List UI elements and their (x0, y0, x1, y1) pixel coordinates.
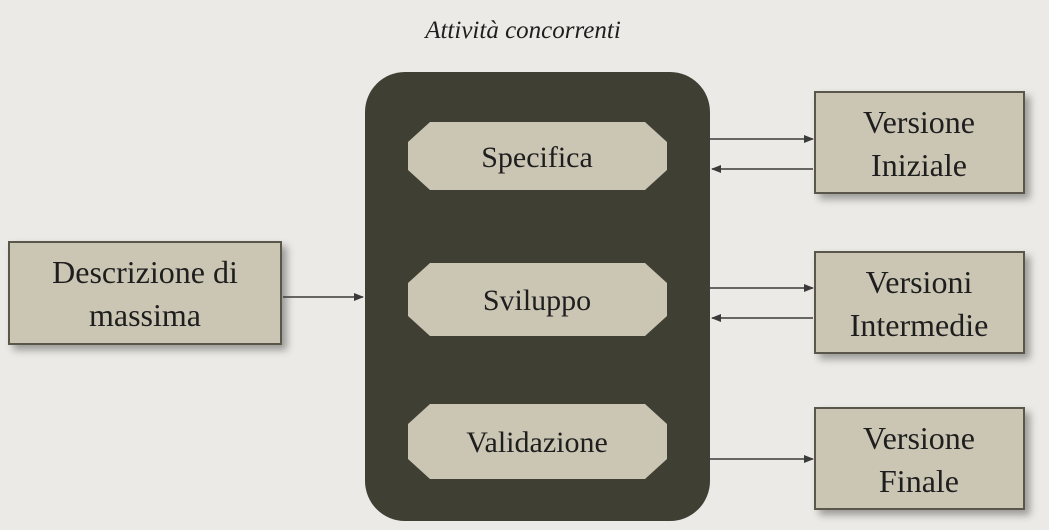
input-box: Descrizione di massima (8, 241, 282, 345)
output-box-intermedie: Versioni Intermedie (814, 251, 1025, 354)
input-box-rect (8, 241, 282, 345)
sviluppo-octagon (408, 263, 667, 336)
output-box-finale: Versione Finale (814, 407, 1025, 510)
output-box-iniziale: Versione Iniziale (814, 91, 1025, 194)
diagram-title: Attività concorrenti (423, 17, 621, 44)
output-finale-rect (814, 407, 1025, 510)
output-intermedie-line2: Intermedie (850, 307, 989, 343)
input-label-line2: massima (89, 297, 201, 333)
output-iniziale-rect (814, 91, 1025, 194)
validazione-label: Validazione (466, 426, 608, 459)
sviluppo-label: Sviluppo (483, 284, 591, 317)
output-iniziale-line2: Iniziale (871, 147, 967, 183)
activity-specifica: Specifica (408, 122, 667, 190)
output-iniziale-line1: Versione (863, 104, 975, 140)
activity-validazione: Validazione (408, 404, 667, 479)
output-finale-line2: Finale (879, 463, 959, 499)
activity-sviluppo: Sviluppo (408, 263, 667, 336)
output-finale-line1: Versione (863, 420, 975, 456)
specifica-label: Specifica (481, 141, 593, 174)
specifica-octagon (408, 122, 667, 190)
input-label-line1: Descrizione di (52, 254, 238, 290)
output-intermedie-line1: Versioni (866, 264, 973, 300)
validazione-octagon (408, 404, 667, 479)
output-intermedie-rect (814, 251, 1025, 354)
